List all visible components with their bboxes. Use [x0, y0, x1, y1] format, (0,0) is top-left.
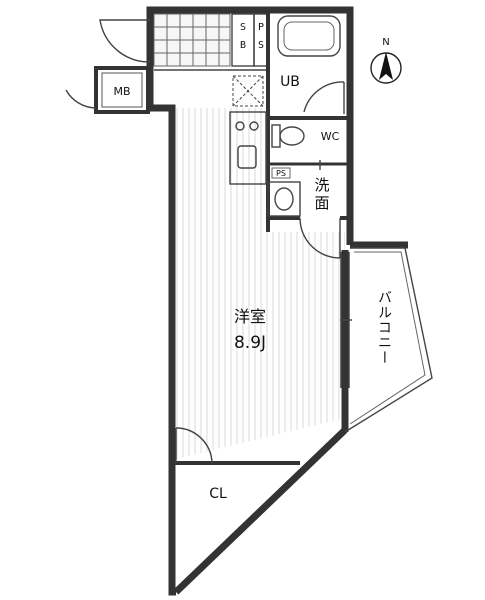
pipe-space-label-s: S: [258, 40, 264, 51]
unit-bath-label: UB: [280, 74, 300, 90]
stove-burner-icon: [235, 121, 245, 131]
washroom-label-bottom: 面: [314, 194, 329, 212]
main-room-floor: [172, 108, 345, 460]
balcony-label: バルコニー: [376, 290, 392, 365]
closet-label: CL: [209, 486, 227, 502]
toilet-label: WC: [321, 130, 340, 143]
inner-walls: [266, 10, 350, 232]
toilet-icon: [279, 126, 305, 146]
kitchen-counter: [229, 111, 267, 185]
shoe-box-label-b: B: [240, 40, 246, 51]
north-label: N: [382, 37, 389, 48]
unit-bath: [277, 15, 345, 114]
balcony-outline: [344, 247, 433, 433]
pipe-space-label-p: P: [258, 22, 264, 33]
closet: [172, 427, 300, 465]
washbasin-icon: [274, 187, 294, 211]
washroom-ps-label: PS: [276, 169, 286, 178]
entrance-tiles: [153, 13, 231, 67]
north-arrow-icon: [379, 52, 393, 80]
sink-icon: [237, 145, 257, 169]
meter-box: [65, 66, 150, 114]
meter-box-label: MB: [113, 85, 130, 98]
north-compass: N: [370, 37, 402, 84]
main-room-size: 8.9J: [234, 333, 266, 353]
fridge-space: [232, 75, 264, 107]
stove-burner-icon: [249, 121, 259, 131]
outer-walls: [146, 6, 408, 596]
shoe-box-label-s: S: [240, 22, 246, 33]
toilet: [271, 124, 305, 148]
entrance-door-swing: [99, 19, 151, 63]
washroom: [267, 160, 341, 259]
balcony-window: [340, 252, 352, 388]
washroom-label-top: 洗: [314, 176, 329, 194]
main-room-name: 洋室: [234, 307, 266, 326]
